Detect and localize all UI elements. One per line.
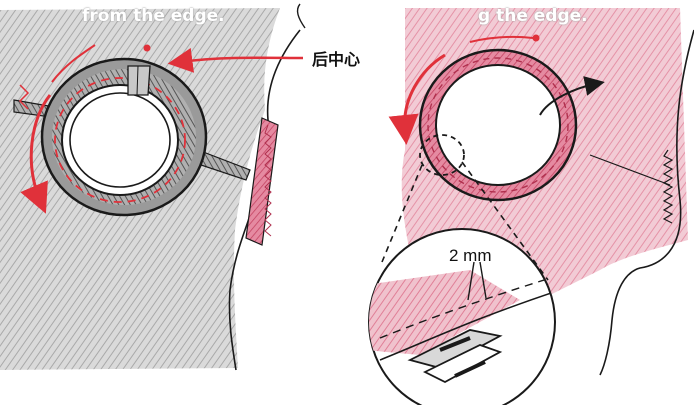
right-ring (420, 50, 576, 200)
center-back-label: 后中心 (312, 46, 360, 70)
left-ring (42, 59, 206, 215)
caption-right: g the edge. (478, 6, 588, 26)
seam-gap-label: 2 mm (449, 246, 492, 266)
caption-left: from the edge. (82, 6, 225, 26)
